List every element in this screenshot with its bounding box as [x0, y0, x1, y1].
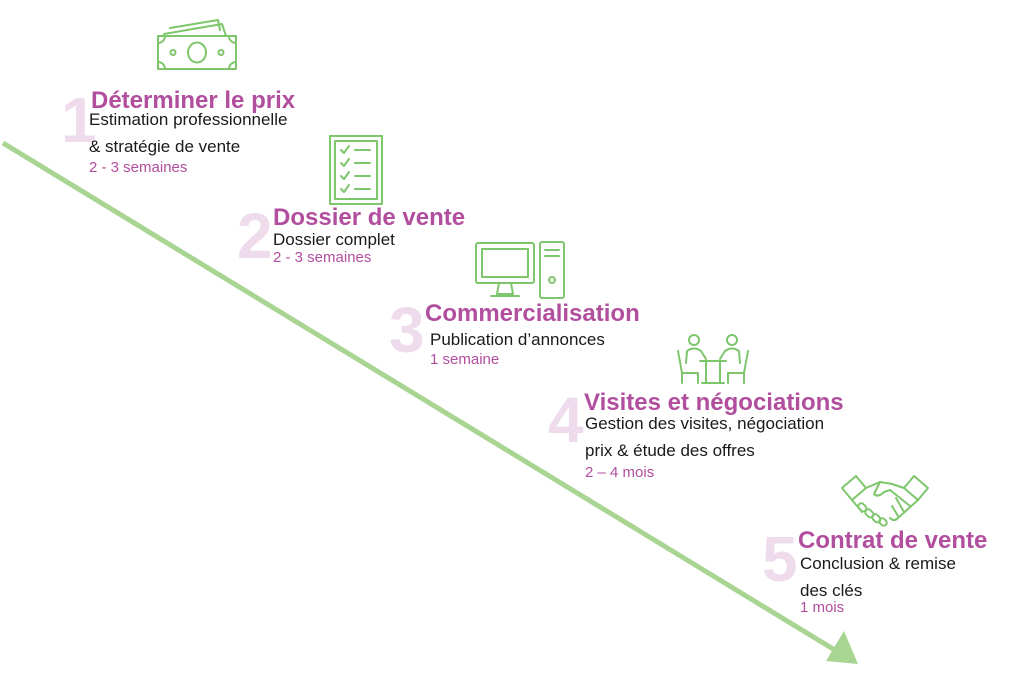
- step-description-line: Dossier complet: [273, 230, 395, 249]
- step-description-line: Publication d’annonces: [430, 330, 605, 349]
- step-title: Contrat de vente: [798, 527, 988, 554]
- step-duration: 1 mois: [800, 599, 845, 616]
- step-title: Visites et négociations: [584, 389, 844, 416]
- step-description: Publication d’annonces: [430, 326, 605, 353]
- checklist-icon: [329, 135, 383, 205]
- step-number: 5: [762, 523, 798, 595]
- step-description-line: Gestion des visites, négociation: [585, 414, 825, 433]
- money-bills-icon: [157, 19, 237, 70]
- step-description: Dossier complet: [273, 226, 395, 253]
- step-title: Déterminer le prix: [91, 87, 296, 114]
- step-description: Estimation professionnelle & stratégie d…: [89, 106, 287, 160]
- timeline-arrow-shaft: [1, 140, 840, 655]
- step-description-line: des clés: [800, 581, 863, 600]
- timeline-arrow-head: [826, 631, 858, 664]
- step-description-line: prix & étude des offres: [585, 441, 755, 460]
- step-description: Gestion des visites, négociation prix & …: [585, 410, 824, 464]
- step-number: 3: [389, 294, 425, 366]
- step-duration: 1 semaine: [430, 351, 500, 368]
- meeting-table-icon: [677, 334, 749, 384]
- step-description: Conclusion & remise des clés: [800, 550, 956, 604]
- handshake-icon: [841, 475, 929, 527]
- step-duration: 2 – 4 mois: [585, 464, 655, 481]
- step-duration: 2 - 3 semaines: [273, 249, 372, 266]
- step-title: Commercialisation: [425, 300, 640, 327]
- step-duration: 2 - 3 semaines: [89, 159, 188, 176]
- step-description-line: & stratégie de vente: [89, 137, 241, 156]
- computer-icon: [475, 241, 565, 299]
- step-description-line: Conclusion & remise: [800, 554, 956, 573]
- step-number: 1: [61, 84, 97, 156]
- step-description-line: Estimation professionnelle: [89, 110, 288, 129]
- step-number: 4: [548, 384, 584, 456]
- step-number: 2: [237, 200, 273, 272]
- step-title: Dossier de vente: [273, 204, 466, 231]
